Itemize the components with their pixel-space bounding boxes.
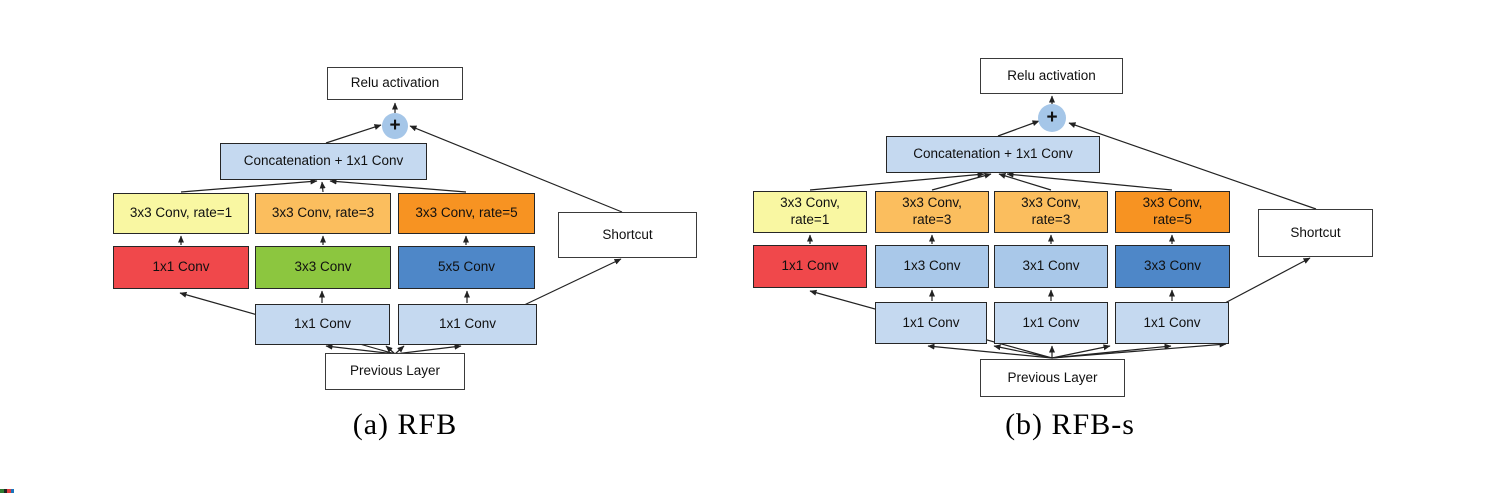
rfb-relu-box: Relu activation <box>327 67 463 100</box>
rfbs-conv1x1-box: 1x1 Conv <box>753 245 867 288</box>
rfb-conv1x1-box: 1x1 Conv <box>113 246 249 289</box>
rfb-conv5x5-box: 5x5 Conv <box>398 246 535 289</box>
rfbs-relu-box: Relu activation <box>980 58 1123 94</box>
caption-rfbs: (b) RFB-s <box>1005 408 1135 441</box>
corner-artifact-red <box>7 489 11 493</box>
rfb-input1x1-right-box: 1x1 Conv <box>398 304 537 345</box>
rfbs-previous-layer-box: Previous Layer <box>980 359 1125 397</box>
rfbs-rate3a-box: 3x3 Conv, rate=3 <box>875 191 989 233</box>
rfb-conv3x3-box: 3x3 Conv <box>255 246 391 289</box>
rfbs-input1x1-left-box: 1x1 Conv <box>875 302 987 344</box>
rfb-previous-layer-box: Previous Layer <box>325 353 465 390</box>
corner-artifact-black <box>4 489 7 493</box>
rfbs-input1x1-right-box: 1x1 Conv <box>1115 302 1229 344</box>
rfbs-conv1x3-box: 1x3 Conv <box>875 245 989 288</box>
rfb-shortcut-box: Shortcut <box>558 212 697 258</box>
rfb-plus-node: + <box>382 113 408 139</box>
rfbs-concat-box: Concatenation + 1x1 Conv <box>886 136 1100 173</box>
rfbs-rate3b-box: 3x3 Conv, rate=3 <box>994 191 1108 233</box>
rfbs-rate1-box: 3x3 Conv, rate=1 <box>753 191 867 233</box>
rfbs-plus-node: + <box>1038 104 1066 132</box>
rfb-rate3-box: 3x3 Conv, rate=3 <box>255 193 391 234</box>
rfb-rate1-box: 3x3 Conv, rate=1 <box>113 193 249 234</box>
rfbs-rate5-box: 3x3 Conv, rate=5 <box>1115 191 1230 233</box>
rfbs-conv3x3-box: 3x3 Conv <box>1115 245 1230 288</box>
rfbs-shortcut-box: Shortcut <box>1258 209 1373 257</box>
rfb-rate5-box: 3x3 Conv, rate=5 <box>398 193 535 234</box>
rfb-concat-box: Concatenation + 1x1 Conv <box>220 143 427 180</box>
rfbs-input1x1-mid-box: 1x1 Conv <box>994 302 1108 344</box>
corner-artifact-green <box>0 489 4 493</box>
rfb-input1x1-left-box: 1x1 Conv <box>255 304 390 345</box>
corner-artifact-blue <box>11 489 14 493</box>
caption-rfb: (a) RFB <box>352 408 458 441</box>
rfbs-conv3x1-box: 3x1 Conv <box>994 245 1108 288</box>
